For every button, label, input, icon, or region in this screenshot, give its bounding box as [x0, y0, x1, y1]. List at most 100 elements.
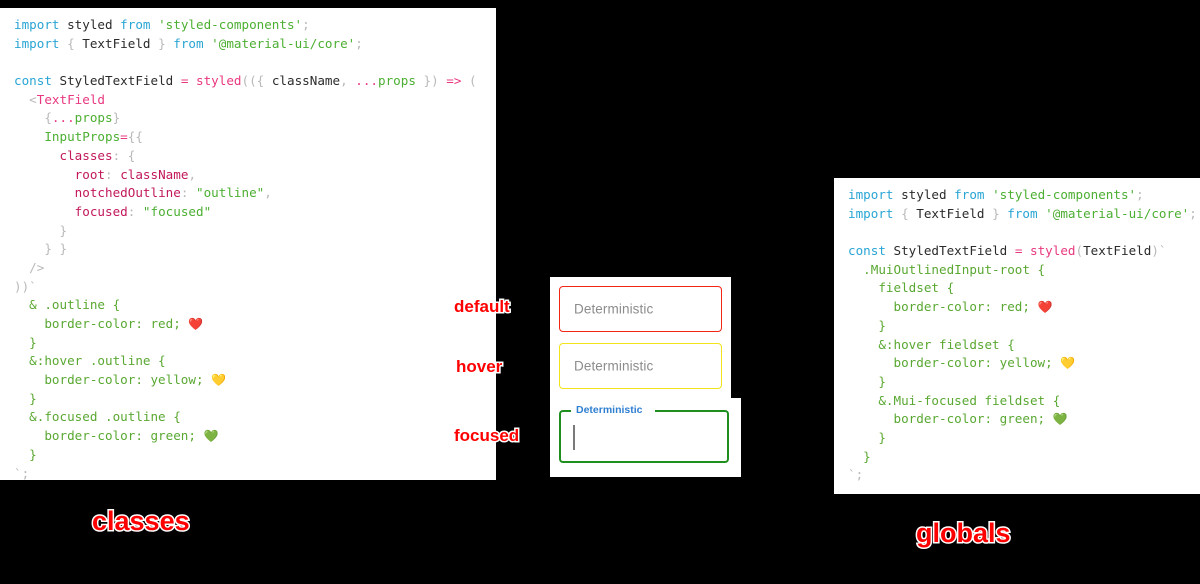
callout-default: default: [453, 296, 512, 318]
code-token: focused: [74, 203, 128, 219]
textfield-focused[interactable]: Deterministic: [559, 404, 729, 463]
textfield-demo-panel: Deterministic Deterministic Deterministi…: [550, 277, 741, 477]
code-line: }: [14, 390, 486, 409]
code-token: '@material-ui/core': [211, 35, 356, 51]
code-token: ...: [355, 73, 378, 89]
code-line: &:hover fieldset {: [848, 336, 1190, 355]
code-token: }: [848, 373, 886, 389]
code-line: const StyledTextField = styled(({ classN…: [14, 72, 486, 91]
code-line: import { TextField } from '@material-ui/…: [848, 205, 1197, 224]
code-token: border-color: yellow;: [14, 372, 212, 388]
code-token: className: [120, 166, 189, 182]
code-token: TextField: [1083, 243, 1152, 259]
code-line: border-color: red; ❤️: [14, 315, 486, 334]
code-token: :: [105, 166, 121, 182]
code-token: {{: [127, 129, 143, 145]
code-token: const: [848, 243, 894, 259]
code-token: {: [127, 147, 136, 163]
code-panel-classes: import styled from 'styled-components';i…: [0, 8, 496, 481]
code-token: styled: [901, 187, 947, 202]
code-token: />: [14, 259, 45, 275]
code-line: const StyledTextField = styled(TextField…: [848, 242, 1190, 261]
code-line: border-color: yellow; 💛: [848, 354, 1190, 373]
code-line: `;: [848, 466, 1190, 485]
code-line: border-color: red; ❤️: [848, 298, 1190, 317]
code-line: }: [14, 446, 486, 465]
code-token: props: [378, 73, 416, 89]
code-token: =>: [446, 73, 470, 89]
code-token: "outline": [196, 185, 265, 201]
code-token: `;: [848, 467, 864, 483]
code-token: ...: [51, 110, 75, 126]
code-token: ))`: [14, 278, 37, 294]
code-token: border-color: green;: [14, 428, 204, 444]
code-token: }: [112, 110, 121, 126]
code-token: 💛: [1060, 356, 1076, 371]
code-token: border-color: red;: [14, 316, 189, 331]
code-token: 💛: [211, 373, 227, 388]
code-token: {: [67, 35, 75, 51]
code-token: }: [992, 205, 1000, 221]
code-line: fieldset {: [848, 279, 1190, 298]
code-token: [14, 204, 75, 219]
code-token: &.Mui-focused fieldset {: [848, 392, 1061, 408]
code-token: }: [158, 35, 166, 51]
code-token: &:hover fieldset {: [848, 336, 1015, 352]
code-line: &:hover .outline {: [14, 352, 486, 371]
code-token: ;: [302, 17, 310, 32]
code-token: const: [14, 73, 60, 89]
textfield-hover[interactable]: Deterministic: [559, 343, 722, 389]
code-token: =: [1007, 243, 1030, 259]
callout-hover: hover: [454, 356, 503, 378]
outline-notch: [571, 409, 655, 414]
code-token: }: [848, 317, 886, 333]
code-token: props: [74, 110, 113, 126]
code-line: InputProps={{: [14, 128, 486, 147]
code-token: {: [256, 73, 272, 89]
code-line: focused: "focused": [14, 203, 486, 222]
code-token: }: [14, 390, 37, 406]
textfield-focused-label: Deterministic: [576, 404, 643, 416]
code-token: `;: [14, 465, 30, 481]
code-line: &.Mui-focused fieldset {: [848, 392, 1190, 411]
code-line: }: [848, 373, 1190, 392]
code-line: `;: [14, 465, 486, 484]
code-token: root: [74, 166, 106, 182]
code-line: & .outline {: [14, 296, 486, 315]
code-panel-globals: import styled from 'styled-components';i…: [834, 178, 1200, 494]
code-token: :: [127, 203, 143, 219]
code-token: className: [271, 73, 341, 89]
code-token: StyledTextField: [893, 243, 1008, 259]
text-caret: [573, 425, 575, 450]
code-token: ❤️: [188, 317, 204, 331]
code-token: 💚: [1052, 412, 1068, 427]
code-token: ,: [264, 185, 272, 201]
code-line: import styled from 'styled-components';: [14, 16, 486, 35]
code-token: StyledTextField: [59, 73, 174, 89]
code-token: InputProps: [44, 129, 121, 145]
code-token: [14, 167, 75, 182]
code-token: ;: [1189, 205, 1197, 221]
code-token: TextField: [36, 91, 105, 107]
code-line: notchedOutline: "outline",: [14, 184, 486, 203]
code-line: } }: [14, 240, 486, 259]
code-token: .MuiOutlinedInput-root {: [848, 261, 1046, 277]
code-token: import: [14, 17, 68, 32]
code-token: }: [14, 446, 37, 462]
code-token: ❤️: [1037, 300, 1053, 315]
code-token: 'styled-components': [992, 187, 1137, 202]
code-token: &:hover .outline {: [14, 353, 166, 369]
code-token: '@material-ui/core': [1045, 205, 1190, 221]
callout-focused: focused: [452, 425, 520, 447]
code-token: import: [848, 205, 902, 221]
code-token: ;: [355, 35, 363, 51]
code-token: border-color: green;: [848, 411, 1053, 427]
code-line: import styled from 'styled-components';: [848, 186, 1190, 205]
code-token: <: [14, 91, 37, 107]
textfield-default[interactable]: Deterministic: [559, 286, 722, 332]
code-token: styled: [195, 73, 242, 89]
code-line: [14, 53, 486, 72]
code-token: from: [165, 35, 212, 51]
code-token: import: [848, 187, 902, 202]
